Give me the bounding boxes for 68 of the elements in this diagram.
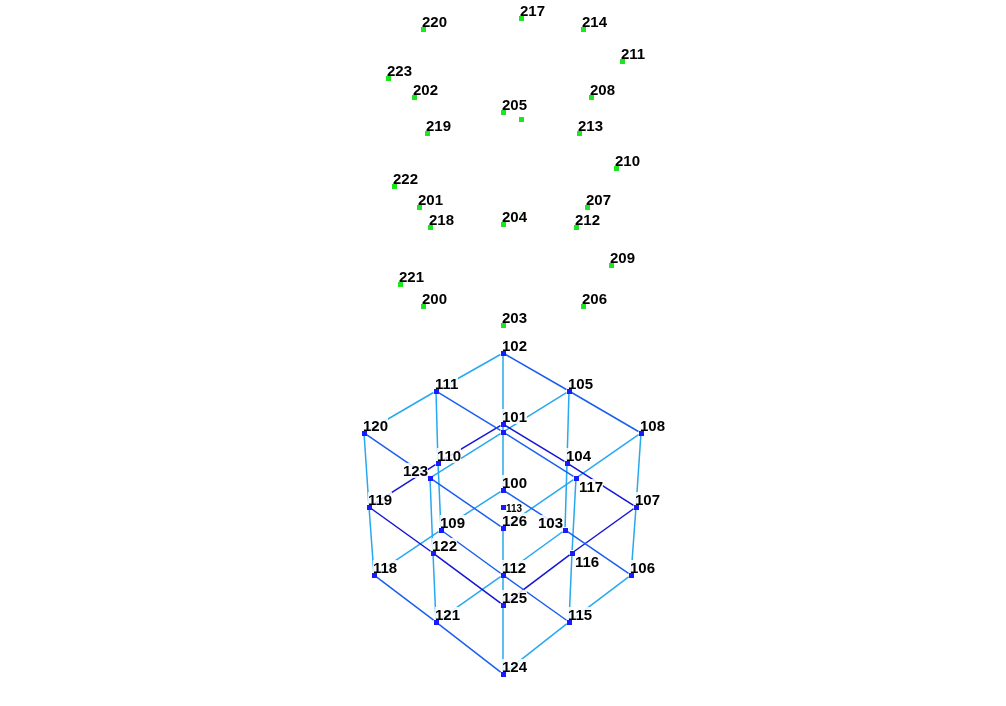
point-label: 120 xyxy=(363,418,389,433)
point-label: 111 xyxy=(435,376,459,391)
point-label: 201 xyxy=(418,192,444,207)
point-label: 108 xyxy=(640,418,666,433)
point-label: 105 xyxy=(568,376,594,391)
point-label: 212 xyxy=(575,212,601,227)
point-label: 124 xyxy=(502,659,528,674)
connector-line xyxy=(370,508,432,552)
point-label: 223 xyxy=(387,63,413,78)
point-label: 214 xyxy=(582,14,608,29)
point-label: 110 xyxy=(437,448,462,463)
point-label: 119 xyxy=(368,492,393,507)
point-label: 217 xyxy=(520,3,546,18)
point-label: 104 xyxy=(566,448,592,463)
connector-line xyxy=(431,432,502,478)
point-label: 123 xyxy=(403,463,429,478)
point-label: 200 xyxy=(422,291,448,306)
connector-line xyxy=(442,531,502,574)
connector-line xyxy=(504,424,566,463)
point-label: 220 xyxy=(422,14,448,29)
connector-line xyxy=(573,508,635,552)
point-label: 211 xyxy=(621,46,646,61)
point-label: 208 xyxy=(590,82,616,97)
point-label: 117 xyxy=(579,479,604,494)
point-label: 221 xyxy=(399,269,425,284)
connector-line xyxy=(375,576,435,621)
point-label: 101 xyxy=(502,409,528,424)
point-label: 210 xyxy=(615,153,641,168)
point-label: 102 xyxy=(502,338,528,353)
connector-line xyxy=(504,432,575,478)
connector-line xyxy=(437,391,502,432)
connector-line xyxy=(564,465,568,528)
point-label: 107 xyxy=(635,492,661,507)
connector-line xyxy=(570,391,640,433)
point-label: 106 xyxy=(630,560,656,575)
point-label: 112 xyxy=(502,560,527,575)
connector-line xyxy=(566,530,630,575)
point-label: 222 xyxy=(393,171,419,186)
point-label: 203 xyxy=(502,310,528,325)
point-label: 219 xyxy=(426,118,452,133)
connector-line xyxy=(431,478,502,528)
point-label: 121 xyxy=(435,607,461,622)
point-label: 213 xyxy=(578,118,604,133)
point-label: 206 xyxy=(582,291,608,306)
point-label: 115 xyxy=(568,607,593,622)
connector-line xyxy=(504,576,568,621)
point-label: 204 xyxy=(502,209,528,224)
point-label: 125 xyxy=(502,590,528,605)
connector-line xyxy=(434,554,502,604)
point-label: 202 xyxy=(413,82,439,97)
point-label: 122 xyxy=(432,538,458,553)
connector-line xyxy=(437,623,502,673)
point-label: 207 xyxy=(586,192,612,207)
connector-line xyxy=(504,353,568,391)
point-label: 118 xyxy=(373,560,398,575)
point-label: 205 xyxy=(502,97,528,112)
connector-line xyxy=(577,433,640,478)
point-label: 100 xyxy=(502,475,528,490)
connector-line xyxy=(571,480,577,551)
point-label: 116 xyxy=(575,554,600,569)
point-label: 109 xyxy=(440,515,466,530)
connector-line xyxy=(568,463,635,507)
point-label: 103 xyxy=(538,515,564,530)
point-label: 209 xyxy=(610,250,636,265)
point-label: 126 xyxy=(502,513,528,528)
point-marker xyxy=(519,117,524,122)
point-label: 218 xyxy=(429,212,455,227)
point-marker xyxy=(501,430,506,435)
